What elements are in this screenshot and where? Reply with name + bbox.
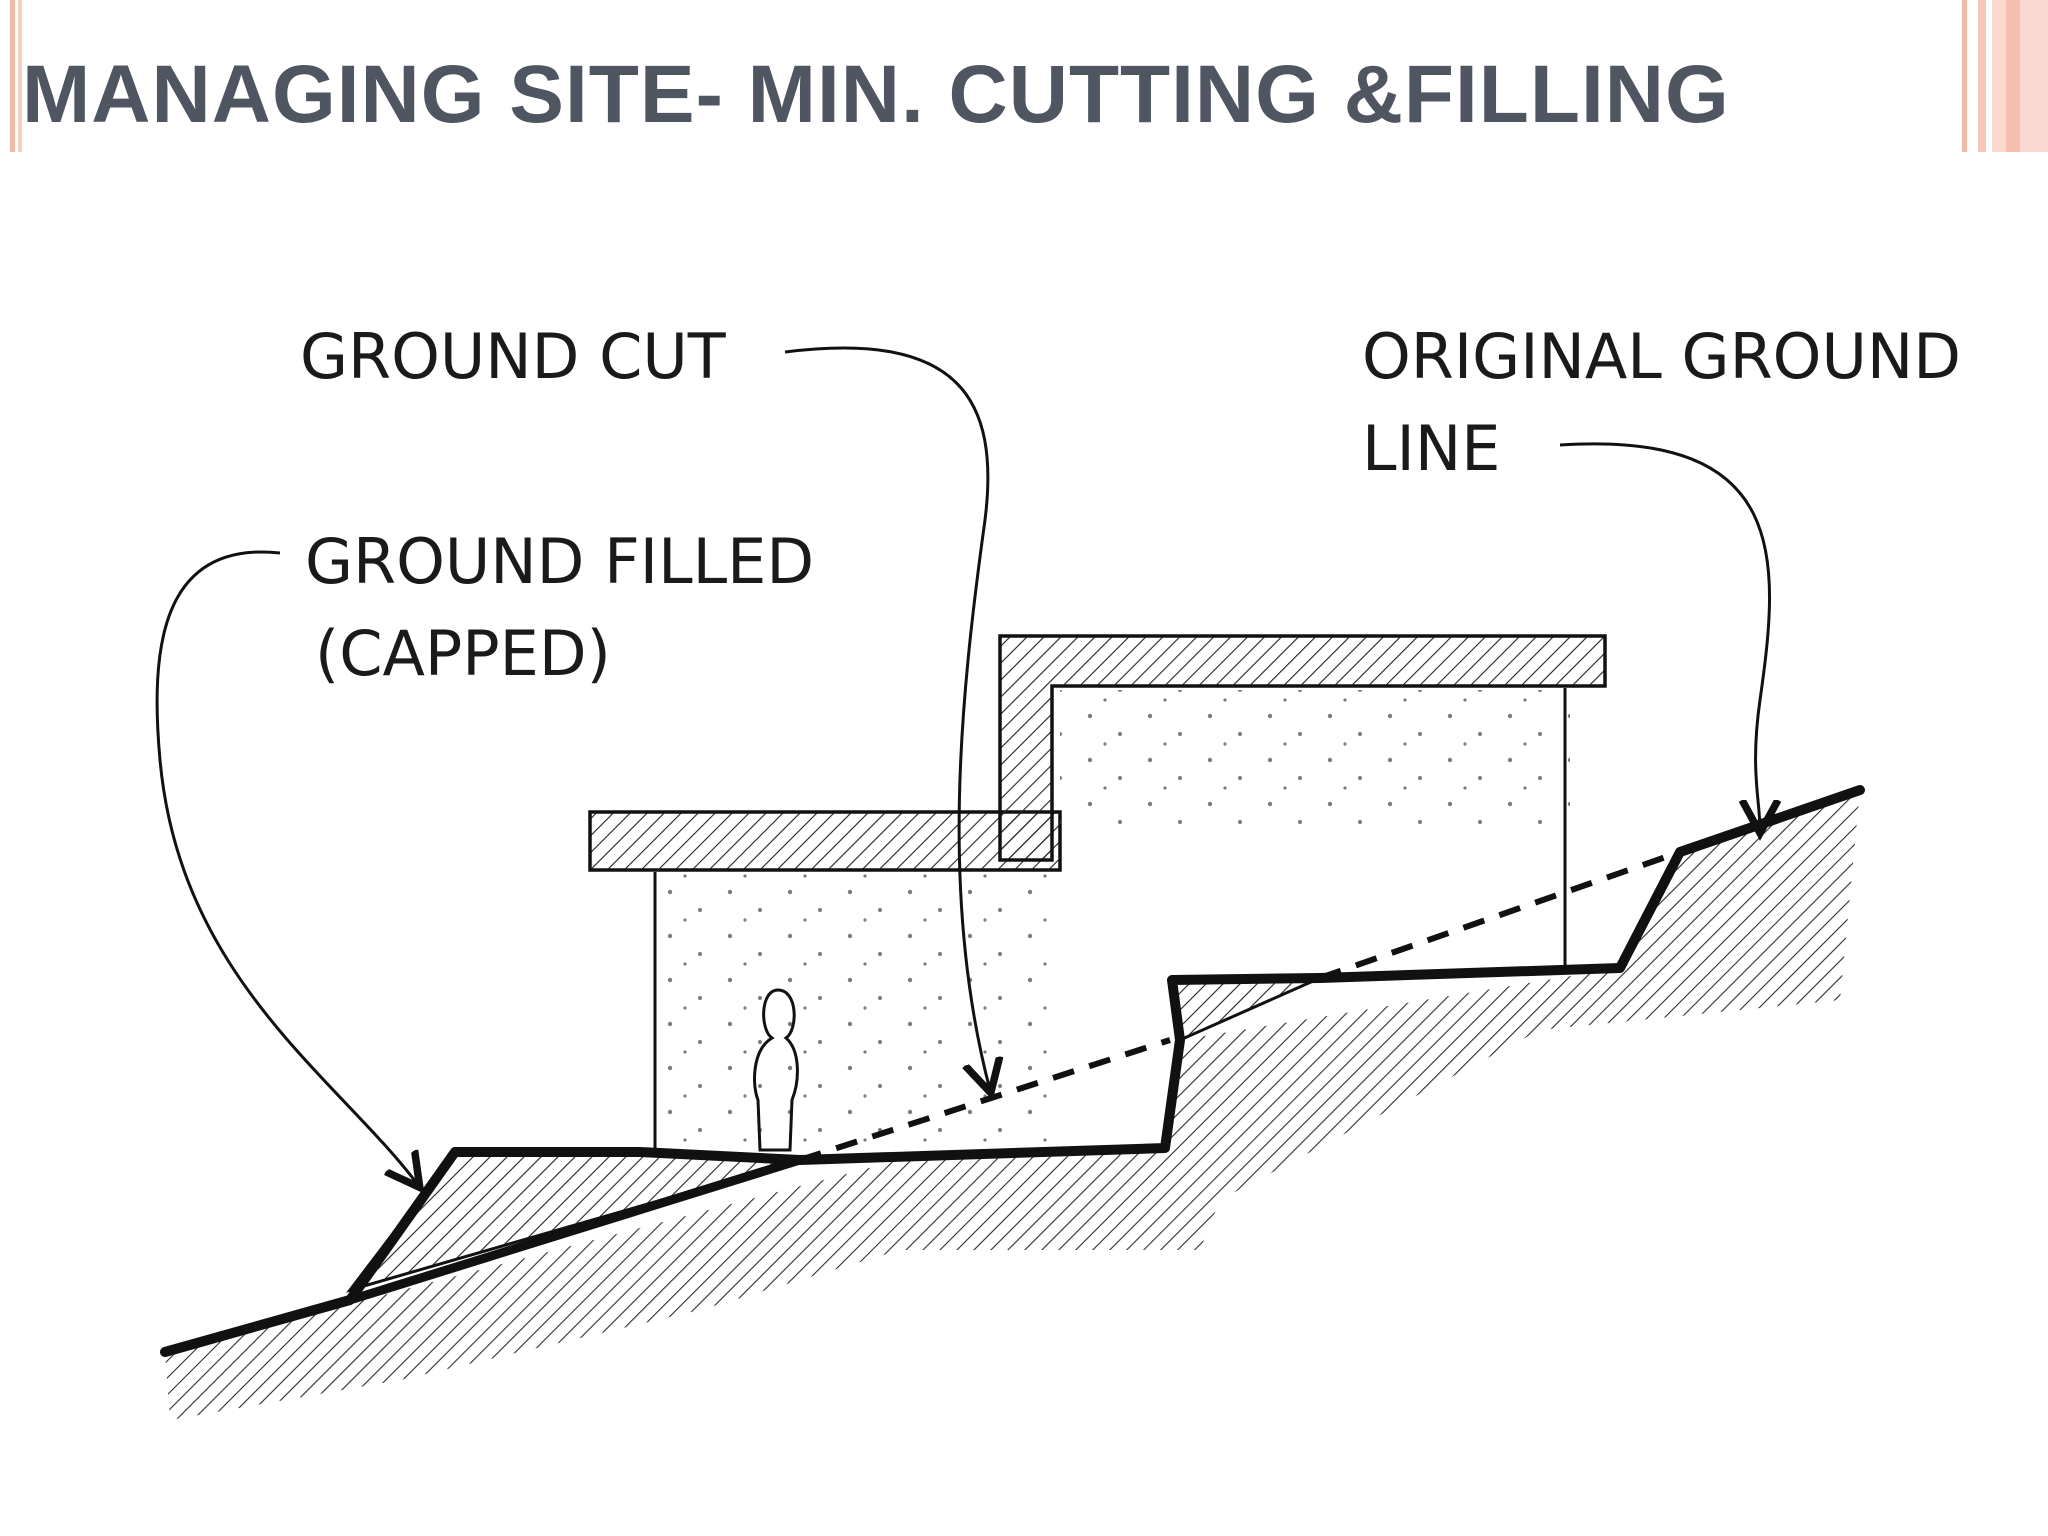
left-accent-bar bbox=[10, 0, 15, 152]
leader-ground-cut bbox=[784, 346, 990, 1090]
label-line: LINE bbox=[1362, 412, 1500, 485]
leader-ground-filled bbox=[155, 550, 418, 1185]
fill-base-line bbox=[348, 1155, 802, 1305]
human-figure bbox=[753, 988, 799, 1152]
lower-room-fill bbox=[655, 872, 1055, 1142]
right-accent-stripes bbox=[1958, 0, 2048, 152]
left-accent-bar-inner bbox=[18, 0, 22, 152]
label-ground-filled: GROUND FILLED bbox=[305, 525, 814, 598]
label-original-ground: ORIGINAL GROUND bbox=[1362, 320, 1961, 393]
upper-room-fill bbox=[1060, 690, 1570, 830]
label-ground-cut: GROUND CUT bbox=[300, 320, 727, 393]
leader-original-ground bbox=[1559, 442, 1770, 830]
label-capped: (CAPPED) bbox=[315, 617, 611, 690]
upper-roof-slab bbox=[998, 634, 1607, 862]
slide-title: MANAGING SITE- MIN. CUTTING &FILLING bbox=[22, 49, 1730, 140]
lower-roof-slab bbox=[588, 810, 1062, 872]
new-ground-line bbox=[160, 785, 1865, 1357]
ground-hatch bbox=[165, 790, 1860, 1420]
